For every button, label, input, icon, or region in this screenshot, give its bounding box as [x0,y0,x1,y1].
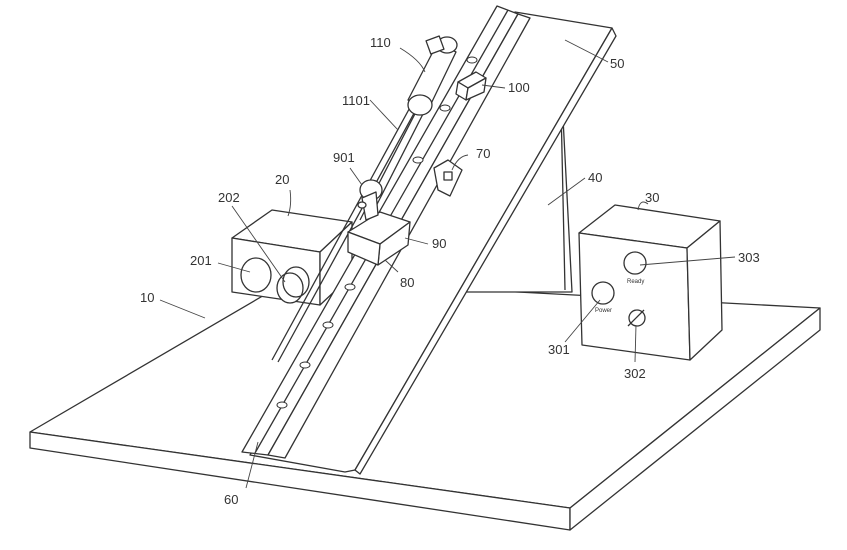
slider-assembly [347,179,411,266]
label-302: 302 [624,366,646,381]
label-20: 20 [275,172,290,187]
label-901: 901 [333,150,355,165]
label-90: 90 [432,236,447,251]
label-10: 10 [140,290,155,305]
label-202: 202 [218,190,240,205]
block-100 [455,71,487,101]
sensor-70 [433,159,463,197]
label-60: 60 [224,492,239,507]
control-box: Ready Power [578,204,723,361]
label-110: 110 [370,35,391,50]
label-1101: 1101 [342,93,370,108]
label-100: 100 [508,80,530,95]
cylinder-110 [359,35,458,223]
label-303: 303 [738,250,760,265]
label-301: 301 [548,342,570,357]
leader-lines [159,39,736,489]
label-30: 30 [645,190,660,205]
power-text: Power [595,308,612,314]
label-50: 50 [610,56,625,71]
label-40: 40 [588,170,603,185]
label-201: 201 [190,253,212,268]
label-80: 80 [400,275,415,290]
label-70: 70 [476,146,491,161]
ready-text: Ready [627,279,644,285]
